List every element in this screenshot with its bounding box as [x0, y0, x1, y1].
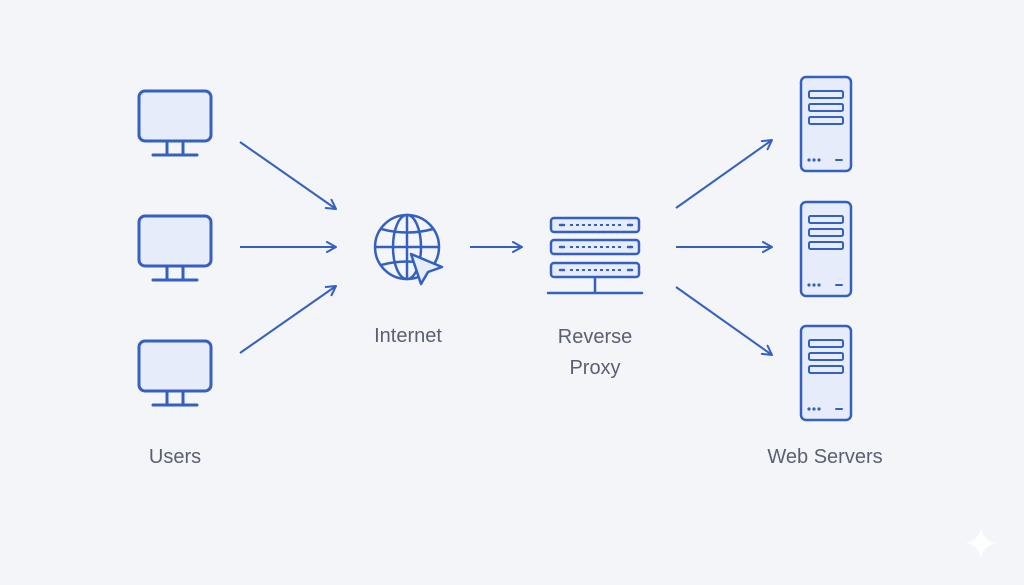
user-device-icon-1 [137, 89, 213, 157]
internet-label: Internet [374, 325, 442, 347]
reverse-proxy-label-line2: Proxy [569, 357, 621, 379]
web-server-icon-1 [799, 75, 853, 173]
arrow-proxy-to-server1 [675, 139, 773, 209]
web-server-icon-2 [799, 200, 853, 298]
user-device-icon-3 [137, 339, 213, 407]
users-label: Users [148, 446, 202, 468]
web-server-icon-3 [799, 324, 853, 422]
sparkle-icon [965, 527, 997, 559]
reverse-proxy-label-line1: Reverse [557, 326, 633, 348]
arrow-user1-to-internet [239, 141, 337, 210]
reverse-proxy-label: Reverse Proxy [525, 322, 665, 384]
arrow-proxy-to-server3 [675, 286, 773, 356]
cursor-icon [409, 252, 444, 286]
web-servers-label: Web Servers [767, 446, 883, 468]
rack-server-icon [546, 216, 644, 295]
globe-icon [373, 213, 441, 281]
arrow-user3-to-internet [239, 285, 337, 354]
user-device-icon-2 [137, 214, 213, 282]
